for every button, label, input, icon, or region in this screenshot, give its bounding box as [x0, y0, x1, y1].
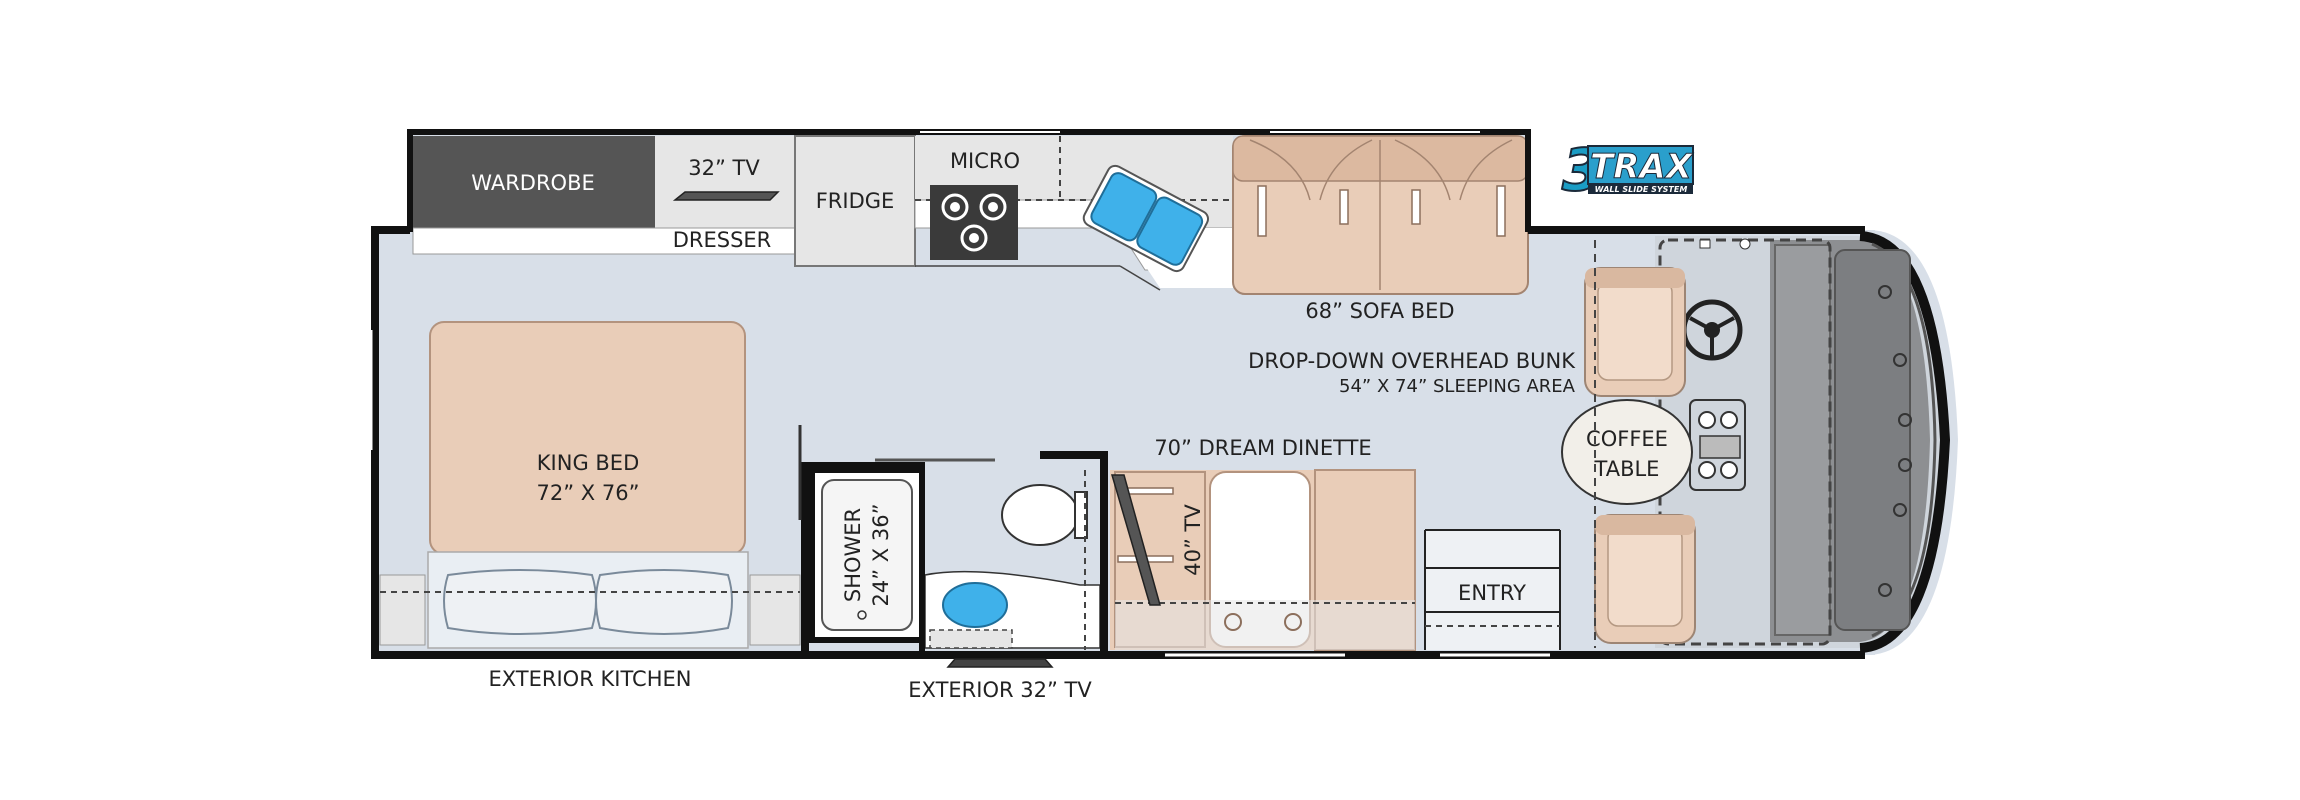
shower-label-line1: SHOWER — [841, 508, 865, 602]
kitchen-sink — [1082, 164, 1210, 273]
dresser: DRESSER — [412, 136, 796, 255]
microwave: MICRO — [950, 149, 1020, 173]
entry-steps: ENTRY — [1424, 529, 1561, 650]
cab-seat-driver — [1584, 267, 1686, 397]
coffee-table-label-line2: TABLE — [1594, 457, 1660, 481]
exterior-kitchen-label: EXTERIOR KITCHEN — [489, 667, 692, 691]
wardrobe-label: WARDROBE — [471, 171, 595, 195]
shower-label-line2: 24” X 36” — [869, 504, 893, 607]
exterior-tv: EXTERIOR 32” TV — [908, 658, 1092, 702]
toilet-icon — [1001, 484, 1088, 546]
exterior-tv-label: EXTERIOR 32” TV — [908, 678, 1092, 702]
sofa-bed-label: 68” SOFA BED — [1305, 299, 1454, 323]
wardrobe: WARDROBE — [410, 136, 655, 228]
shower: SHOWER 24” X 36” — [809, 467, 925, 643]
dinette-label: 70” DREAM DINETTE — [1154, 436, 1371, 460]
tv-32-label: 32” TV — [688, 156, 760, 180]
exterior-walls — [369, 129, 1865, 659]
sofa-bed: 68” SOFA BED — [1232, 135, 1529, 323]
svg-text:WALL SLIDE SYSTEM: WALL SLIDE SYSTEM — [1595, 185, 1688, 194]
coffee-table-label-line1: COFFEE — [1586, 427, 1668, 451]
pillow-right — [595, 569, 733, 635]
fridge-label: FRIDGE — [816, 189, 895, 213]
king-bed-label-line2: 72” X 76” — [537, 481, 640, 505]
king-bed-label-line1: KING BED — [537, 451, 639, 475]
bathroom-sink — [924, 570, 1101, 649]
tv-40-label: 40” TV — [1181, 504, 1205, 576]
coffee-table: COFFEE TABLE — [1561, 399, 1693, 505]
bunk-label-line2: 54” X 74” SLEEPING AREA — [1339, 376, 1576, 397]
nightstands — [379, 574, 801, 646]
cab-area — [1655, 231, 1951, 653]
brand-logo: 3 TRAX WALL SLIDE SYSTEM — [1561, 135, 1694, 205]
bunk-label-line1: DROP-DOWN OVERHEAD BUNK — [1248, 349, 1576, 373]
fridge: FRIDGE — [794, 135, 916, 267]
micro-label: MICRO — [950, 149, 1020, 173]
tv-40-inch: 40” TV — [1110, 474, 1205, 606]
interior-walls — [798, 425, 1108, 655]
svg-text:TRAX: TRAX — [1590, 147, 1694, 187]
pillow-left — [443, 569, 597, 635]
cooktop — [930, 185, 1018, 260]
cab-seat-passenger — [1594, 514, 1696, 644]
tv-32-inch: 32” TV — [672, 156, 780, 201]
entry-label: ENTRY — [1458, 581, 1526, 605]
dresser-label: DRESSER — [673, 228, 772, 252]
